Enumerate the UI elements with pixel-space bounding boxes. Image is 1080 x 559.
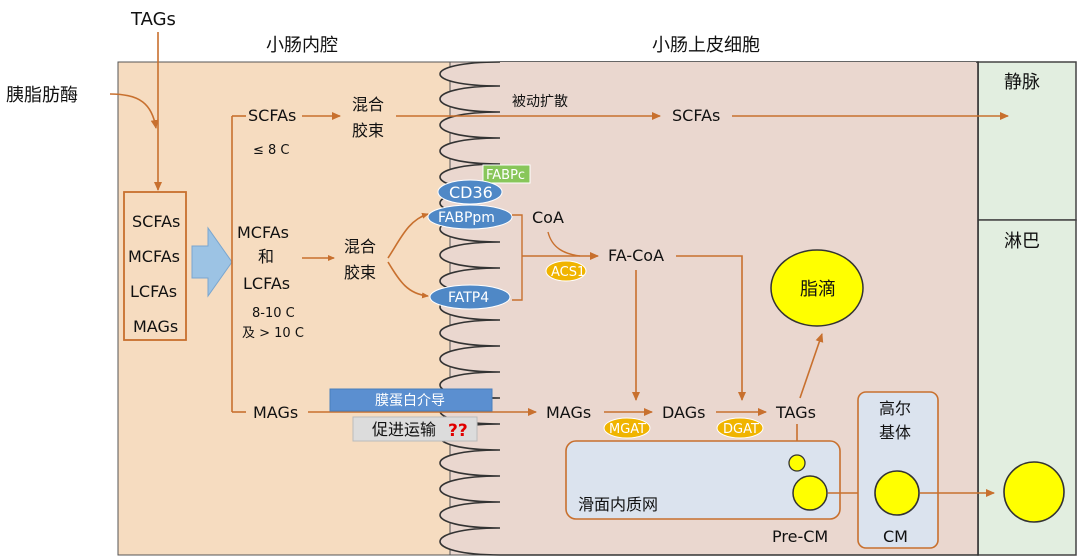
lumen-label: 小肠内腔 xyxy=(266,35,338,56)
fatp4-label: FATP4 xyxy=(448,290,489,306)
scfas-length: ≤ 8 C xyxy=(253,143,290,158)
vein-label: 静脉 xyxy=(1004,72,1040,93)
box-scfas: SCFAs xyxy=(132,212,180,231)
mags-left-label: MAGs xyxy=(253,403,298,422)
chain-length-1: 8-10 C xyxy=(252,306,295,321)
dgat-enzyme xyxy=(716,417,764,439)
question-marks: ?? xyxy=(448,421,468,441)
acs1-label: ACS1 xyxy=(551,265,585,280)
dags-label: DAGs xyxy=(662,403,705,422)
acs1-enzyme xyxy=(545,260,587,282)
and-label: 和 xyxy=(258,247,274,266)
micelle1-line1: 混合 xyxy=(352,95,384,114)
dgat-label: DGAT xyxy=(723,422,759,437)
lcfas-label: LCFAs xyxy=(243,274,290,293)
cm-label: CM xyxy=(883,527,908,546)
cd36-protein xyxy=(437,179,503,205)
box-mcfas: MCFAs xyxy=(128,247,180,266)
micelle1-line2: 胶束 xyxy=(352,121,384,140)
golgi-line2: 基体 xyxy=(879,423,911,442)
golgi-box xyxy=(857,391,939,549)
membrane-protein-label: 膜蛋白介导 xyxy=(375,393,445,409)
fabppm-label: FABPpm xyxy=(438,210,495,226)
box-mags: MAGs xyxy=(133,317,178,336)
lymph-label: 淋巴 xyxy=(1004,231,1040,252)
mcfas-label: MCFAs xyxy=(237,223,289,242)
coa-label: CoA xyxy=(532,208,564,227)
scfas-cell-label: SCFAs xyxy=(672,106,720,125)
droplet-label: 脂滴 xyxy=(800,279,836,300)
golgi-line1: 高尔 xyxy=(879,399,911,418)
smooth-er-label: 滑面内质网 xyxy=(578,495,658,514)
tags-top-label: TAGs xyxy=(130,9,176,30)
scfas-label: SCFAs xyxy=(248,106,296,125)
pre-cm-label: Pre-CM xyxy=(772,527,828,546)
small-vesicle xyxy=(788,454,806,472)
micelle2-line1: 混合 xyxy=(344,237,376,256)
fatp4-protein xyxy=(429,284,511,310)
fabpc-label: FABPc xyxy=(486,168,525,183)
mgat-label: MGAT xyxy=(609,422,646,437)
fabppm-protein xyxy=(427,204,513,230)
membrane-protein-box xyxy=(329,388,493,412)
facilitated-label: 促进运输 xyxy=(372,420,436,439)
lymph-chylomicron xyxy=(1003,461,1065,523)
lipase-label: 胰脂肪酶 xyxy=(6,85,78,106)
fabpc-box xyxy=(482,164,531,184)
lumen-region xyxy=(117,61,451,556)
vein-region xyxy=(977,61,1077,221)
passive-diffusion-label: 被动扩散 xyxy=(512,94,568,110)
facilitated-box xyxy=(352,416,478,442)
cm-vesicle xyxy=(874,470,920,516)
chain-length-2: 及 > 10 C xyxy=(242,326,304,341)
box-lcfas: LCFAs xyxy=(130,282,177,301)
mgat-enzyme xyxy=(603,417,651,439)
mags-cell-label: MAGs xyxy=(546,403,591,422)
facoa-label: FA-CoA xyxy=(608,246,664,265)
cd36-label: CD36 xyxy=(449,183,493,202)
tags-cell-label: TAGs xyxy=(775,403,816,422)
products-box xyxy=(123,191,187,341)
pre-cm-vesicle xyxy=(792,475,828,511)
lipid-droplet xyxy=(770,249,864,327)
big-blue-arrow xyxy=(191,226,233,298)
micelle2-line2: 胶束 xyxy=(344,263,376,282)
epithelium-label: 小肠上皮细胞 xyxy=(652,35,760,56)
smooth-er-box xyxy=(565,440,841,520)
